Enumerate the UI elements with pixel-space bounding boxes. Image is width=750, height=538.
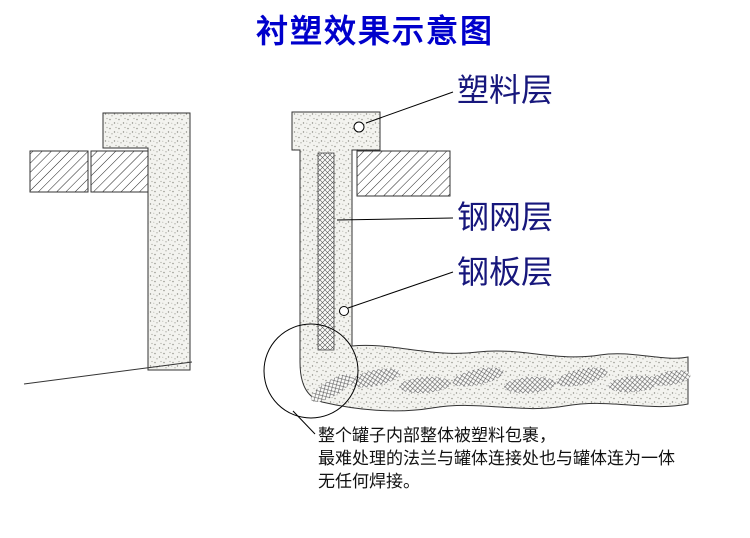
page-title: 衬塑效果示意图 bbox=[256, 13, 494, 49]
left-flange-plate-outer bbox=[29, 150, 89, 193]
plastic-layer-marker bbox=[353, 121, 365, 133]
label-plastic-layer: 塑料层 bbox=[457, 72, 553, 108]
label-steel-mesh-layer: 钢网层 bbox=[457, 199, 553, 235]
left-flange-section bbox=[23, 112, 193, 385]
annotation-line-3: 无任何焊接。 bbox=[318, 472, 420, 491]
right-flange-section bbox=[263, 111, 691, 419]
annotation-line-2: 最难处理的法兰与罐体连接处也与罐体连为一体 bbox=[318, 449, 675, 468]
joint-highlight-circle bbox=[263, 323, 359, 419]
leader-line-plastic bbox=[365, 91, 454, 124]
tank-wall-band-mesh bbox=[310, 367, 691, 402]
leader-line-annotation bbox=[292, 410, 316, 435]
label-steel-plate-layer: 钢板层 bbox=[457, 254, 553, 290]
left-plastic-body bbox=[102, 112, 191, 371]
left-flange-plate-inner bbox=[90, 150, 149, 193]
plate-layer-marker bbox=[339, 306, 349, 316]
leader-line-mesh bbox=[336, 217, 454, 221]
steel-mesh-strip bbox=[317, 152, 335, 351]
annotation-line-1: 整个罐子内部整体被塑料包裹， bbox=[318, 426, 556, 445]
leader-line-plate bbox=[347, 271, 454, 309]
left-ground-line bbox=[23, 361, 193, 385]
annotation-text: 整个罐子内部整体被塑料包裹， 最难处理的法兰与罐体连接处也与罐体连为一体 无任何… bbox=[318, 426, 675, 491]
right-flange-plate bbox=[356, 150, 451, 197]
